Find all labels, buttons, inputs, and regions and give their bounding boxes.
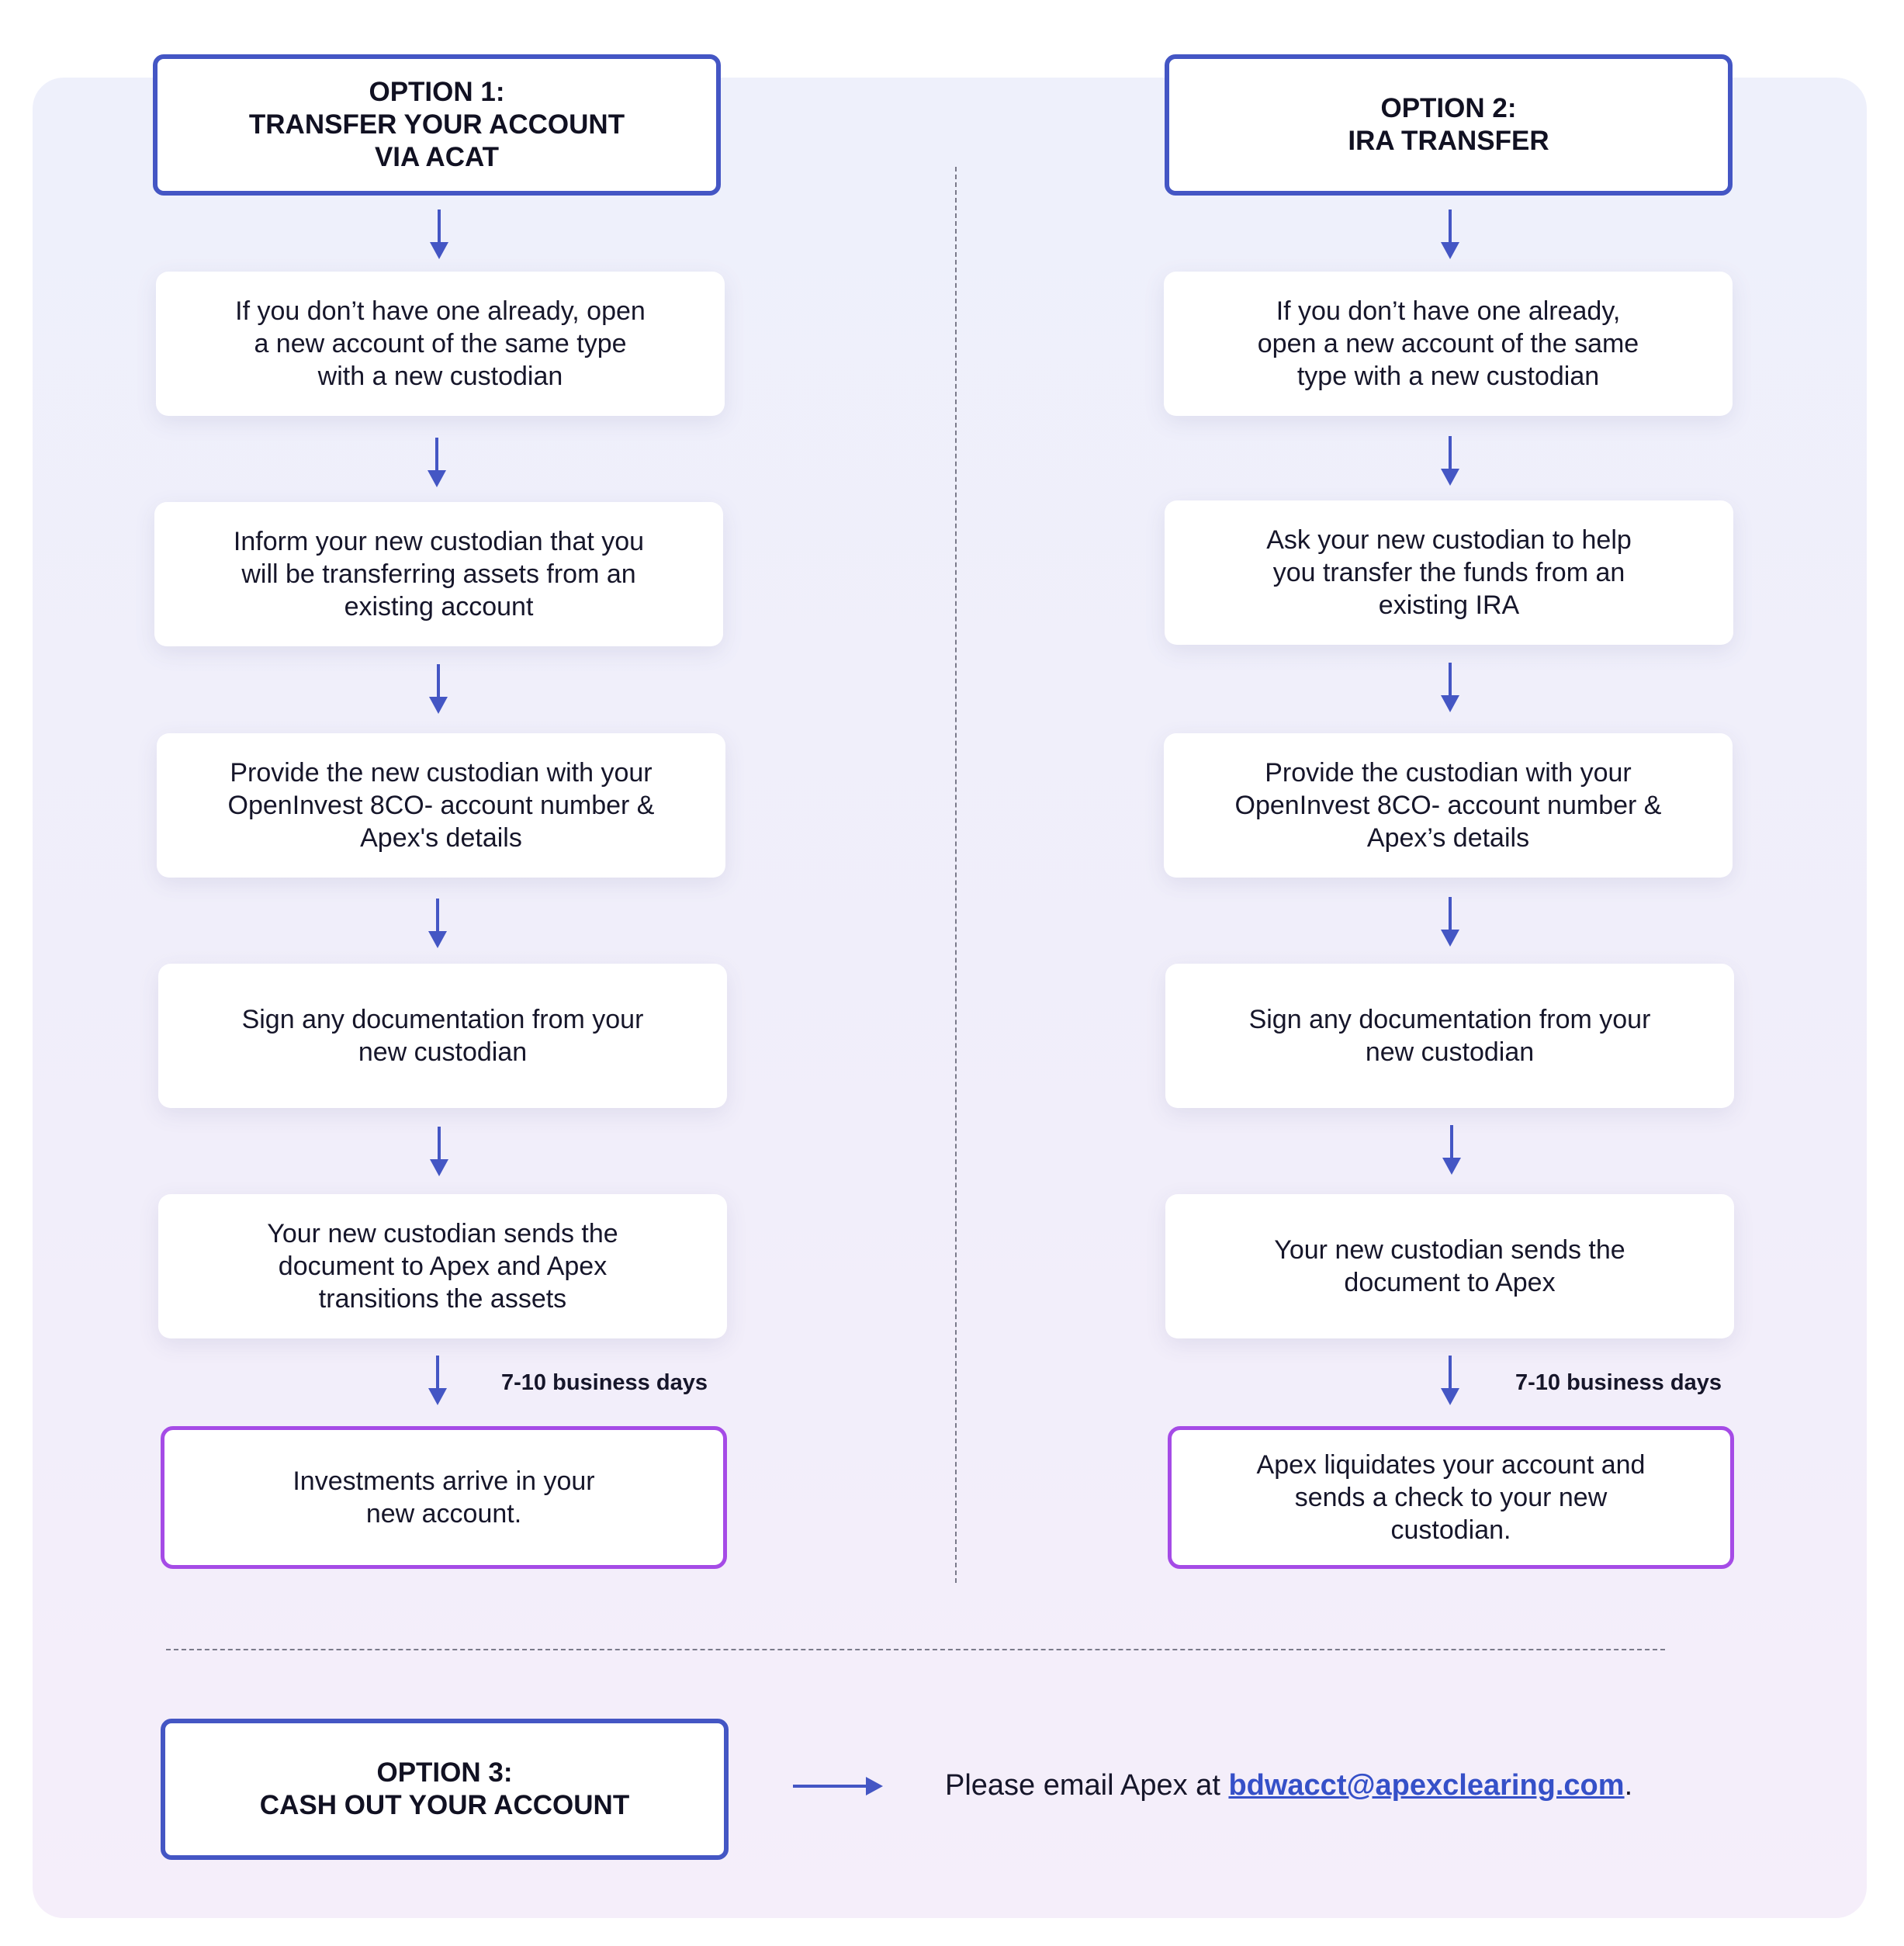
option2-title: OPTION 2: IRA TRANSFER <box>1348 93 1549 156</box>
arrow-down-icon <box>1441 1356 1459 1405</box>
arrow-down-icon <box>428 1356 447 1405</box>
option2-step-5-text: Your new custodian sends the document to… <box>1274 1235 1625 1297</box>
option1-title: OPTION 1: TRANSFER YOUR ACCOUNT VIA ACAT <box>248 77 625 172</box>
email-link[interactable]: bdwacct@apexclearing.com <box>1228 1769 1625 1802</box>
option2-step-2-text: Ask your new custodian to help you trans… <box>1266 525 1632 620</box>
option1-result-text: Investments arrive in your new account. <box>293 1466 595 1529</box>
option2-step-3: Provide the custodian with your OpenInve… <box>1164 733 1733 878</box>
option2-step-4: Sign any documentation from your new cus… <box>1165 964 1734 1108</box>
arrow-down-icon <box>428 899 447 948</box>
option2-step-1: If you don’t have one already, open a ne… <box>1164 272 1733 416</box>
option2-result: Apex liquidates your account and sends a… <box>1168 1426 1734 1569</box>
option2-step-3-text: Provide the custodian with your OpenInve… <box>1234 758 1662 853</box>
arrow-down-icon <box>428 438 446 487</box>
option2-step-4-text: Sign any documentation from your new cus… <box>1248 1005 1651 1067</box>
option1-step-5-text: Your new custodian sends the document to… <box>267 1219 618 1314</box>
option3-header: OPTION 3: CASH OUT YOUR ACCOUNT <box>161 1719 729 1860</box>
arrow-down-icon <box>1442 1125 1461 1175</box>
option2-duration: 7-10 business days <box>1515 1370 1722 1395</box>
arrow-down-icon <box>1441 209 1459 259</box>
option2-step-5: Your new custodian sends the document to… <box>1165 1194 1734 1338</box>
option1-step-2: Inform your new custodian that you will … <box>154 502 723 646</box>
arrow-down-icon <box>1441 436 1459 486</box>
email-suffix: . <box>1624 1769 1633 1802</box>
option2-step-2: Ask your new custodian to help you trans… <box>1165 500 1733 645</box>
arrow-down-icon <box>430 209 448 259</box>
email-instruction: Please email Apex at bdwacct@apexclearin… <box>945 1769 1632 1802</box>
option1-result: Investments arrive in your new account. <box>161 1426 727 1569</box>
option2-header: OPTION 2: IRA TRANSFER <box>1165 54 1733 196</box>
option1-step-1-text: If you don’t have one already, open a ne… <box>235 296 646 391</box>
option1-step-5: Your new custodian sends the document to… <box>158 1194 727 1338</box>
option1-step-1: If you don’t have one already, open a ne… <box>156 272 725 416</box>
arrow-down-icon <box>430 1127 448 1176</box>
option1-step-3: Provide the new custodian with your Open… <box>157 733 725 878</box>
arrow-down-icon <box>1441 663 1459 712</box>
horizontal-divider <box>166 1649 1665 1650</box>
arrow-right-icon <box>793 1777 883 1795</box>
option1-header: OPTION 1: TRANSFER YOUR ACCOUNT VIA ACAT <box>153 54 721 196</box>
option1-step-4: Sign any documentation from your new cus… <box>158 964 727 1108</box>
vertical-divider <box>955 167 957 1583</box>
option2-step-1-text: If you don’t have one already, open a ne… <box>1257 296 1639 391</box>
option3-title: OPTION 3: CASH OUT YOUR ACCOUNT <box>259 1757 630 1820</box>
email-prefix: Please email Apex at <box>945 1769 1229 1802</box>
arrow-down-icon <box>429 664 448 714</box>
option1-step-4-text: Sign any documentation from your new cus… <box>241 1005 644 1067</box>
option2-result-text: Apex liquidates your account and sends a… <box>1256 1450 1646 1545</box>
option1-duration: 7-10 business days <box>501 1370 708 1395</box>
option1-step-3-text: Provide the new custodian with your Open… <box>227 758 655 853</box>
option1-step-2-text: Inform your new custodian that you will … <box>233 527 645 622</box>
arrow-down-icon <box>1441 897 1459 947</box>
